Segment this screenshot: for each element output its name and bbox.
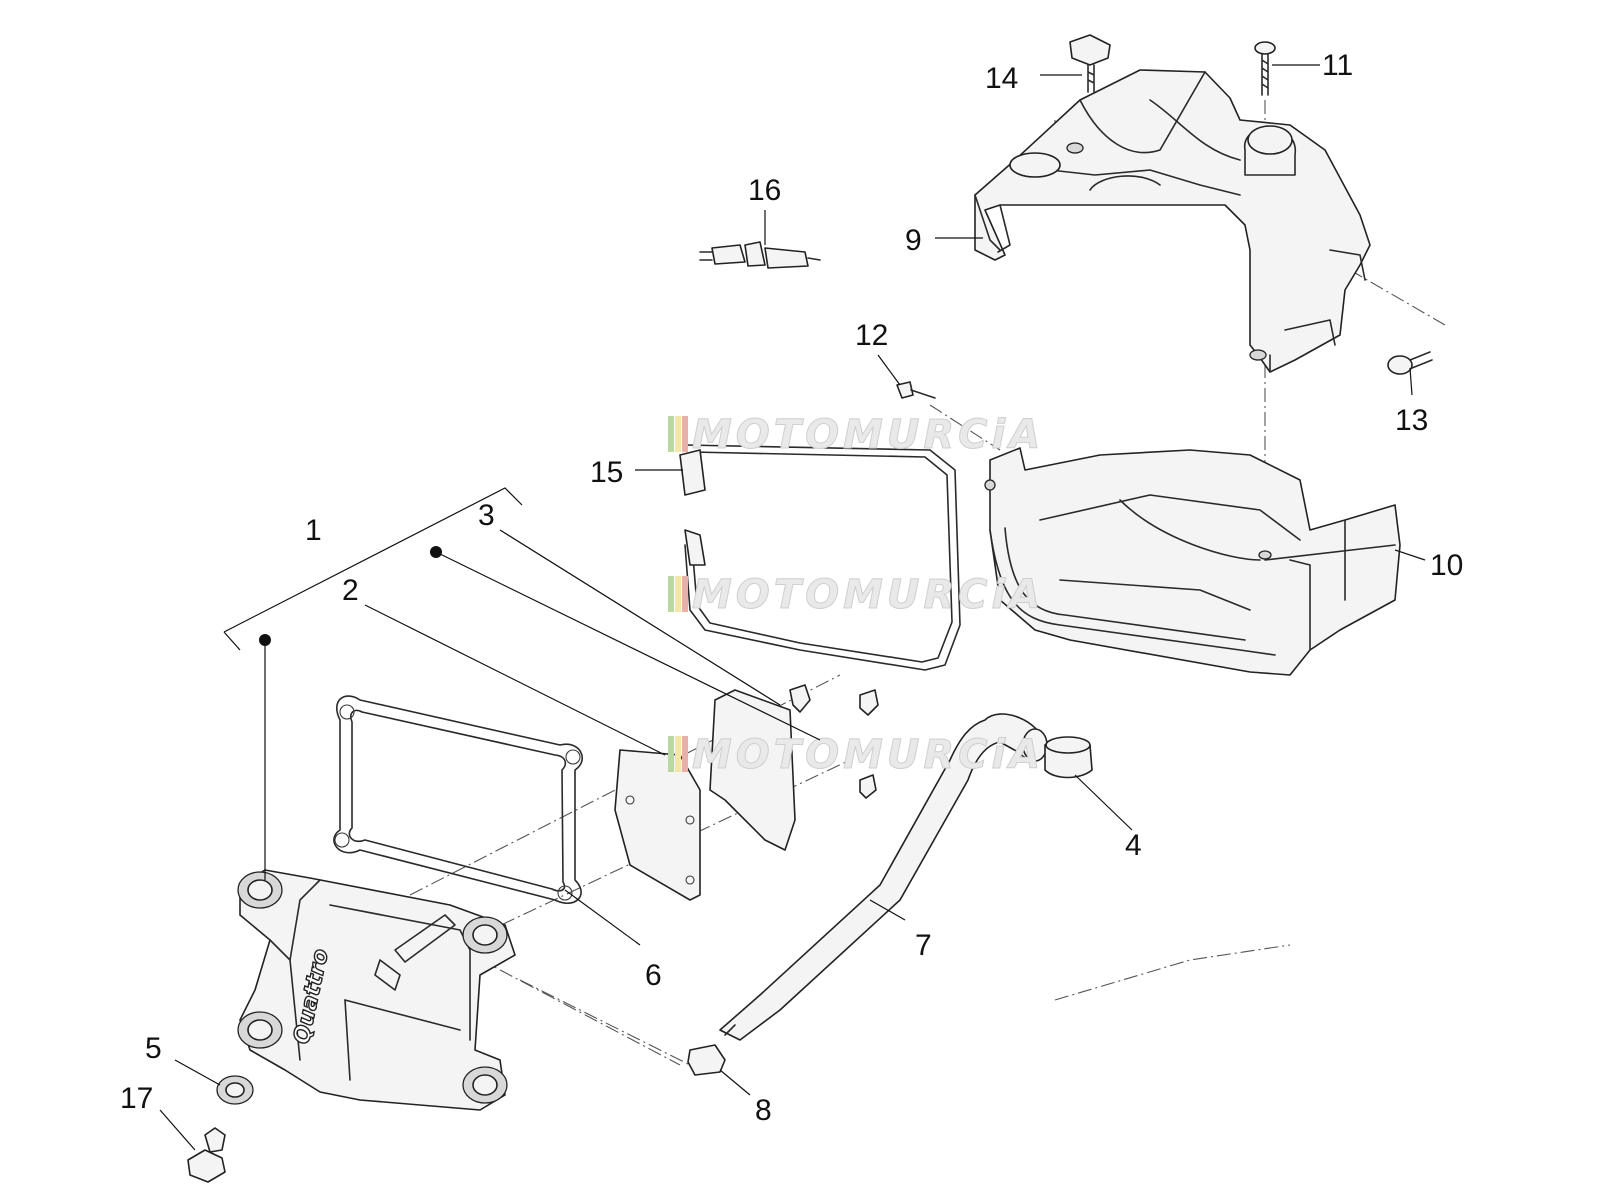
part-11-screw (1254, 41, 1276, 96)
label-3: 3 (478, 499, 495, 532)
watermark-2: MOTOMURCiA (668, 572, 1044, 619)
part-12-screw (896, 381, 936, 399)
part-13-screw (1387, 351, 1433, 375)
part-10-lower-tray (984, 447, 1401, 676)
label-8: 8 (755, 1094, 772, 1127)
label-5: 5 (145, 1032, 162, 1065)
part-number-labels: 1 2 3 4 5 6 7 8 9 10 11 12 13 14 15 16 1… (120, 49, 1463, 1127)
watermark-1: MOTOMURCiA (668, 412, 1044, 459)
label-4: 4 (1125, 829, 1142, 862)
label-16: 16 (748, 174, 781, 207)
watermark-3: MOTOMURCiA (668, 732, 1044, 779)
part-14-knob-screw (1069, 34, 1111, 93)
part-4-hose-clamp (1044, 736, 1093, 779)
label-1: 1 (305, 514, 322, 547)
part-2-plate-gasket (614, 749, 701, 901)
label-7: 7 (915, 929, 932, 962)
label-13: 13 (1395, 404, 1428, 437)
label-15: 15 (590, 456, 623, 489)
label-14: 14 (985, 62, 1018, 95)
label-6: 6 (645, 959, 662, 992)
part-8-hose-clamp (687, 1044, 726, 1076)
part-5-washer (216, 1075, 254, 1105)
leader-lines (159, 64, 1426, 1151)
label-9: 9 (905, 224, 922, 257)
label-10: 10 (1430, 549, 1463, 582)
part-7-breather-hose (719, 713, 1048, 1041)
part-15-gasket-frame (679, 444, 961, 671)
small-bolts (789, 684, 879, 799)
part-3-reed-plate (709, 689, 796, 851)
watermark-text-2: MOTOMURCiA (692, 572, 1044, 618)
part-16-spark-plug (699, 241, 821, 269)
label-2: 2 (342, 574, 359, 607)
label-11: 11 (1322, 49, 1353, 82)
watermarks: MOTOMURCiA MOTOMURCiA MOTOMURCiA (668, 412, 1044, 779)
label-17: 17 (120, 1082, 153, 1115)
part-9-upper-cover (974, 69, 1371, 373)
label-12: 12 (855, 319, 888, 352)
part-1-head-cover: Quattro (237, 869, 516, 1111)
part-17-bolt (187, 1127, 226, 1183)
part-6-cover-gasket (333, 695, 583, 905)
watermark-text-1: MOTOMURCiA (692, 412, 1044, 458)
watermark-text-3: MOTOMURCiA (692, 732, 1044, 778)
